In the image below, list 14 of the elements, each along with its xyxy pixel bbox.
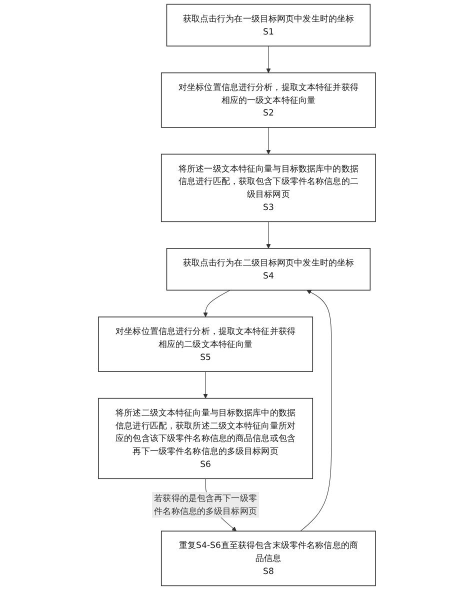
node-box: 获取点击行为在一级目标网页中发生时的坐标 S1 <box>166 4 371 46</box>
arrow <box>266 46 271 74</box>
node-box: 将所述一级文本特征向量与目标数据库中的数据信息进行匹配，获取包含下级零件名称信息的二级目标网页 S3 <box>160 154 376 222</box>
node-box: 对坐标位置信息进行分析，提取文本特征并获得相应的一级文本特征向量 S2 <box>160 72 376 128</box>
arrow <box>300 290 332 532</box>
node-box: 对坐标位置信息进行分析，提取文本特征并获得相应的二级文本特征向量 S5 <box>98 316 314 372</box>
arrow <box>266 221 271 249</box>
arrow <box>203 290 230 318</box>
edge-label: 若获得的是包含再下一级零件名称信息的多级目标网页 <box>154 493 257 516</box>
arrow <box>203 371 208 399</box>
arrow <box>266 127 271 154</box>
node-box: 获取点击行为在二级目标网页中发生时的坐标 S4 <box>166 248 371 291</box>
node-box: 将所述二级文本特征向量与目标数据库中的数据信息进行匹配，获取所述二级文本特征向量所对应的包含该下级零件名称信息的商品信息或包含再下一级零件名称信息的多级目标网页 S6 <box>98 398 314 480</box>
node-box: 重复S4-S6直至获得包含末级零件名称信息的商品信息 S8 <box>160 530 376 586</box>
